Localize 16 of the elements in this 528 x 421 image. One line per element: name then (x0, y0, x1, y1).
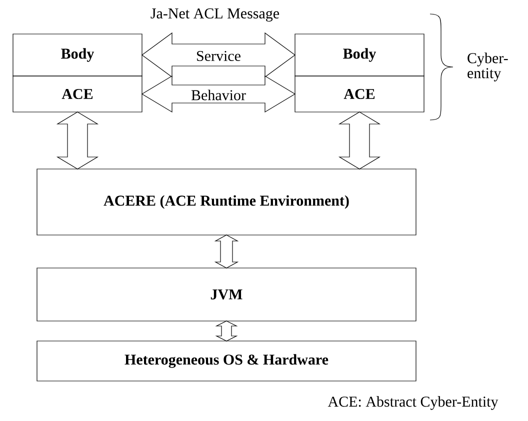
layer-box: Heterogeneous OS & Hardware (36, 340, 416, 382)
layer-box: JVM (36, 268, 416, 322)
block-arrow (338, 112, 381, 170)
layer-box: Body (294, 34, 424, 76)
edge-label: Service (196, 50, 242, 62)
layer-box: ACE (12, 76, 142, 112)
block-arrow (215, 320, 238, 342)
block-arrow (56, 112, 99, 170)
edge-label: Behavior (190, 89, 246, 101)
note-text: Ja-Net ACL Message (150, 8, 280, 22)
layer-box: ACERE (ACE Runtime Environment) (36, 168, 416, 236)
note-text: ACE: Abstract Cyber-Entity (328, 396, 498, 410)
layer-box: ACE (294, 76, 424, 112)
layer-box: Body (12, 34, 142, 76)
note-text: Cyber- entity (468, 52, 508, 82)
block-arrow (214, 234, 239, 268)
